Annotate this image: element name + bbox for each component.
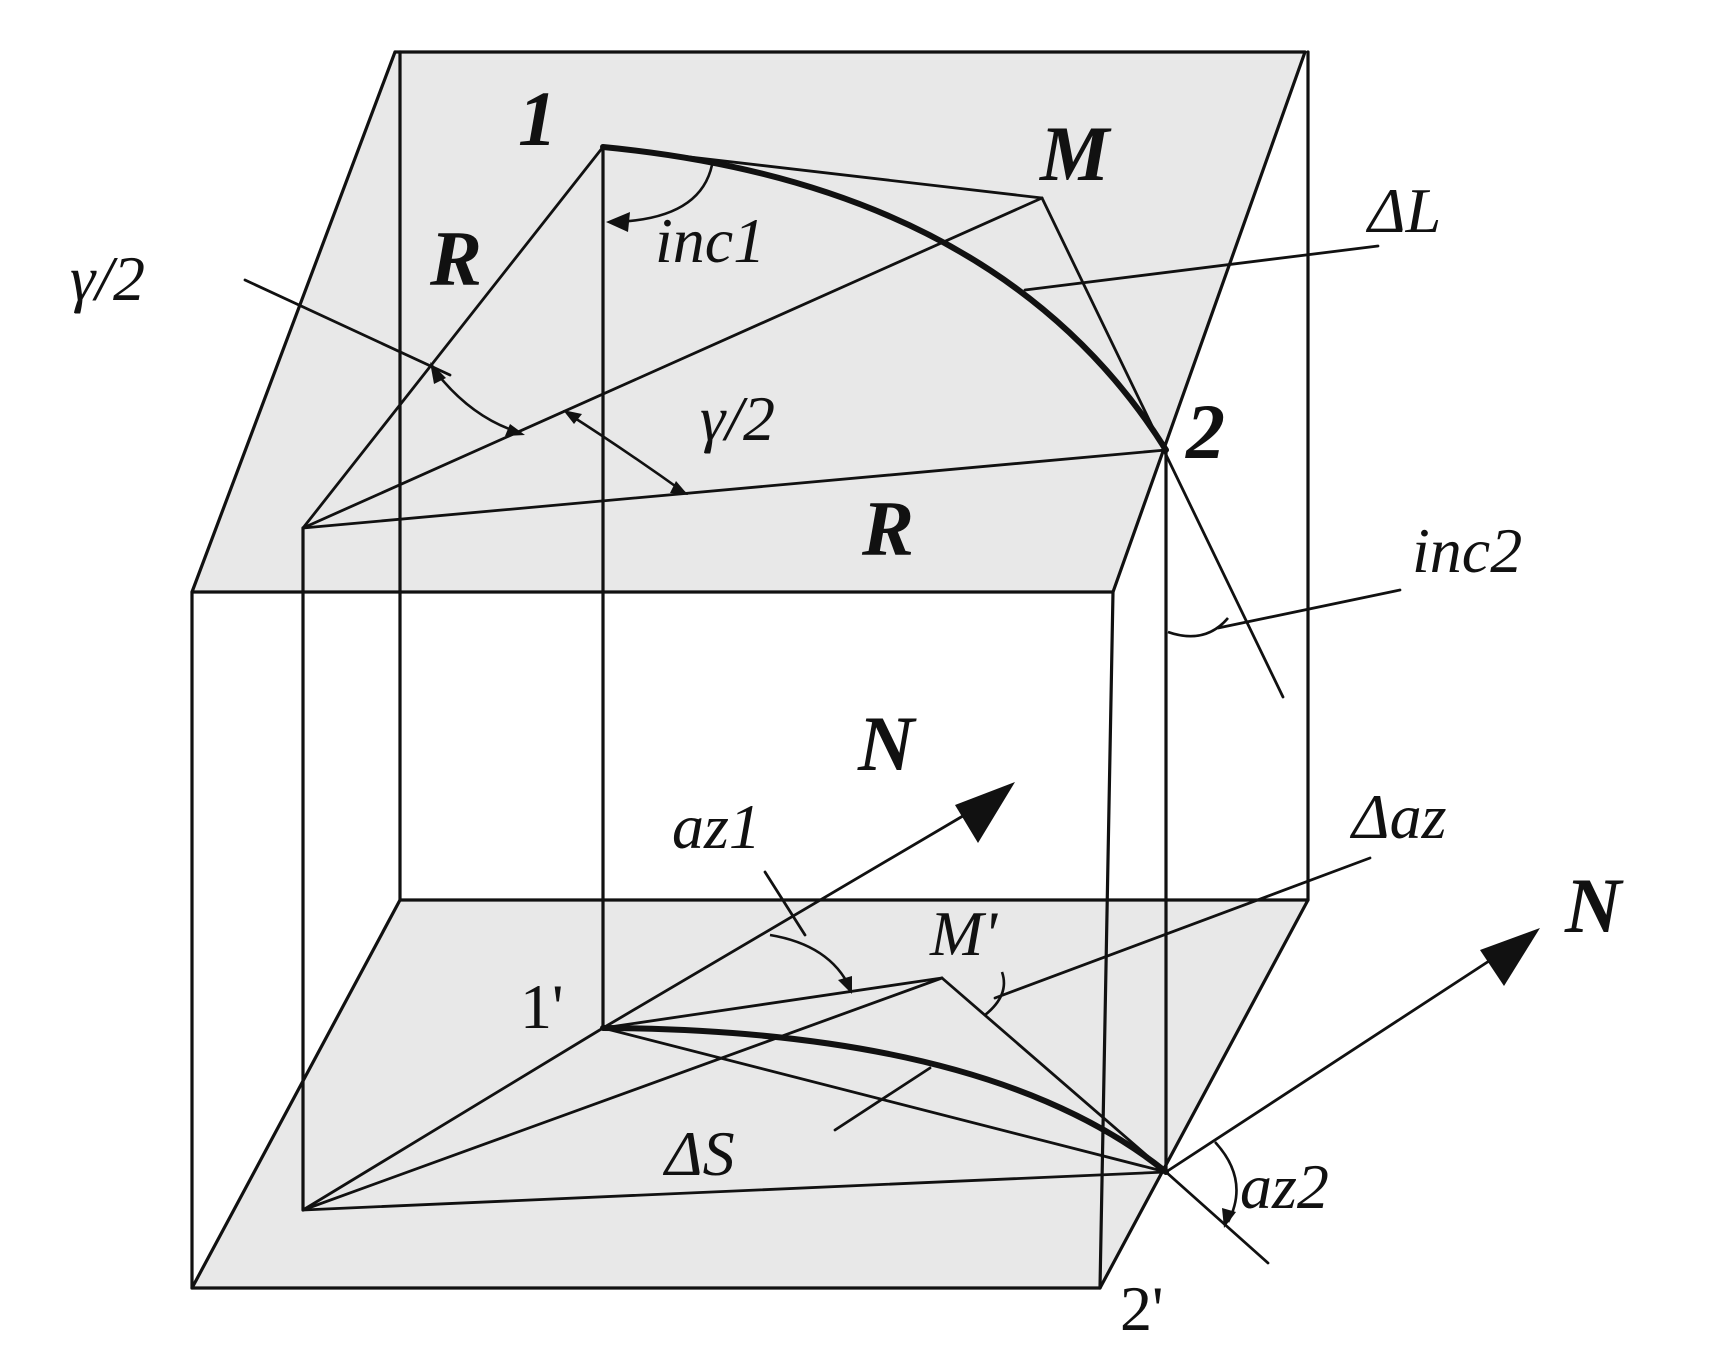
box-right-front-edge bbox=[1098, 590, 1115, 1290]
delta-L-label: ΔL bbox=[1365, 175, 1441, 246]
lower-construction bbox=[301, 782, 1540, 1265]
delta-L-leader bbox=[1023, 244, 1380, 292]
gamma-half-center-label: γ/2 bbox=[700, 383, 775, 454]
north-arrow-1-shaft bbox=[601, 798, 992, 1030]
projection-lines bbox=[301, 145, 1168, 1212]
tangent-Mprime-to-2prime bbox=[940, 976, 1168, 1174]
inc1-angle-arc bbox=[611, 164, 714, 224]
inc2-angle-arc bbox=[1167, 617, 1229, 638]
delta-L-arc bbox=[600, 144, 1169, 453]
tangent-2prime-extension bbox=[1164, 1170, 1270, 1265]
delta-az-label: Δaz bbox=[1349, 781, 1447, 852]
box-frame bbox=[190, 50, 1310, 1290]
north-arrow-2-head bbox=[1480, 928, 1540, 986]
north-2-label: N bbox=[1564, 862, 1624, 949]
lower-radius-to-1prime bbox=[301, 1026, 605, 1212]
az2-arrowhead bbox=[1222, 1208, 1236, 1228]
az1-arrowhead bbox=[838, 976, 852, 994]
gamma-half-center-arc bbox=[566, 411, 686, 495]
radius-lower-label: R bbox=[861, 485, 914, 572]
north-arrow-2-shaft bbox=[1164, 944, 1514, 1174]
point-M-label: M bbox=[1038, 110, 1112, 197]
lower-bisector-to-Mprime bbox=[301, 976, 944, 1212]
inc1-arrowhead bbox=[606, 212, 630, 232]
lower-radius-to-2prime bbox=[301, 1170, 1168, 1212]
az1-label: az1 bbox=[672, 791, 761, 862]
chord-1prime-to-2prime bbox=[601, 1026, 1168, 1174]
upper-angle-markers bbox=[243, 164, 1402, 638]
az1-leader bbox=[763, 870, 807, 937]
upper-plane bbox=[192, 52, 1305, 592]
az2-label: az2 bbox=[1240, 1151, 1329, 1222]
delta-az-leader bbox=[993, 856, 1372, 1000]
gamma-half-left-leader bbox=[243, 278, 452, 377]
delta-S-arc bbox=[600, 1025, 1169, 1175]
north-arrow-1-head bbox=[955, 782, 1015, 843]
point-2-label: 2 bbox=[1185, 388, 1225, 475]
bisector-line-to-M bbox=[301, 196, 1044, 530]
delta-S-label: ΔS bbox=[662, 1118, 735, 1189]
gamma-half-left-arrow-b bbox=[505, 424, 525, 436]
inc2-leader bbox=[1216, 588, 1402, 630]
north-1-label: N bbox=[857, 700, 917, 787]
tangent-1prime-to-Mprime bbox=[601, 976, 944, 1030]
point-2-prime-label: 2' bbox=[1120, 1273, 1164, 1344]
point-1-label: 1 bbox=[518, 75, 557, 162]
gamma-half-center-arrow-a bbox=[563, 410, 582, 424]
lower-angle-markers bbox=[763, 856, 1372, 1228]
radius-line-to-1 bbox=[301, 145, 605, 530]
upper-construction bbox=[301, 144, 1380, 699]
point-M-prime-label: M' bbox=[929, 898, 998, 969]
labels: 1 M 2 R R inc1 inc2 ΔL γ/2 γ/2 N N az1 a… bbox=[70, 75, 1624, 1344]
point-1-prime-label: 1' bbox=[520, 971, 564, 1042]
inc2-label: inc2 bbox=[1412, 515, 1522, 586]
radius-line-to-2 bbox=[301, 448, 1168, 530]
inc1-label: inc1 bbox=[655, 205, 765, 276]
radius-upper-label: R bbox=[429, 215, 482, 302]
lower-plane bbox=[192, 900, 1308, 1288]
gamma-half-center-arrow-b bbox=[670, 481, 688, 495]
delta-S-leader bbox=[833, 1066, 932, 1132]
gamma-half-left-label: γ/2 bbox=[70, 243, 145, 314]
